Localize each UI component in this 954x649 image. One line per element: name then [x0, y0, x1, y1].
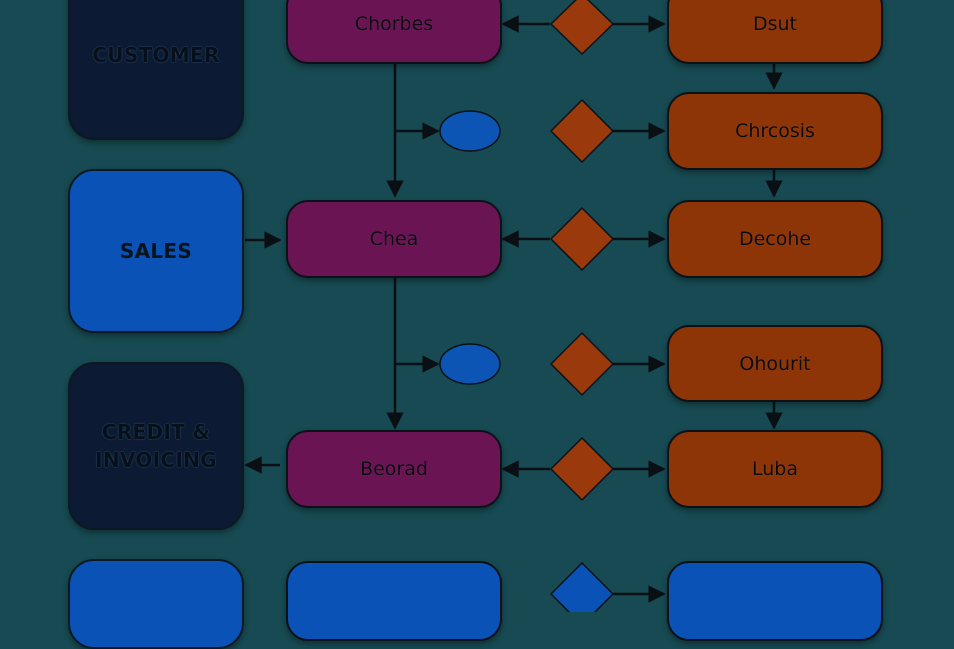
process-label: Beorad: [360, 458, 428, 480]
lane-customer-label: CUSTOMER: [92, 43, 220, 67]
process-label: Dsut: [752, 13, 798, 35]
process-node-bottom-right: [667, 561, 883, 641]
process-label: Chorbes: [354, 13, 434, 35]
decision-diamond-1: [549, 0, 615, 56]
process-node-chorbes: Chorbes: [286, 0, 502, 64]
process-label: Decohe: [738, 228, 812, 250]
lane-credit-label-line2: INVOICING: [95, 448, 217, 472]
process-node-beorad: Beorad: [286, 430, 502, 508]
decision-diamond-3: [549, 206, 615, 272]
flowchart-canvas: [244, 0, 783, 612]
process-label: Ohourit: [739, 352, 811, 375]
lane-credit-invoicing: CREDIT & INVOICING: [68, 362, 244, 530]
process-node-ohourit: Ohourit: [667, 325, 883, 402]
lane-sales-label: SALES: [119, 239, 193, 263]
lane-sales: SALES: [68, 169, 244, 333]
event-ellipse-2: [439, 343, 501, 385]
process-label: Chea: [369, 228, 419, 250]
decision-diamond-2: [549, 98, 615, 164]
process-node-luba: Luba: [667, 430, 883, 508]
process-node-decohe: Decohe: [667, 200, 883, 278]
process-node-bottom-left: [286, 561, 502, 641]
process-label: Chrcosis: [735, 120, 815, 142]
process-node-chrcosis: Chrcosis: [667, 92, 883, 170]
process-node-dsut: Dsut: [667, 0, 883, 64]
decision-diamond-4: [549, 331, 615, 397]
decision-diamond-5: [549, 436, 615, 502]
lane-credit-label-line1: CREDIT &: [101, 420, 211, 444]
decision-diamond-6: [549, 561, 615, 612]
event-ellipse-1: [439, 110, 501, 152]
process-node-chea: Chea: [286, 200, 502, 278]
lane-bottom: [68, 559, 244, 649]
process-label: Luba: [752, 458, 798, 480]
lane-customer: CUSTOMER: [68, 0, 244, 140]
